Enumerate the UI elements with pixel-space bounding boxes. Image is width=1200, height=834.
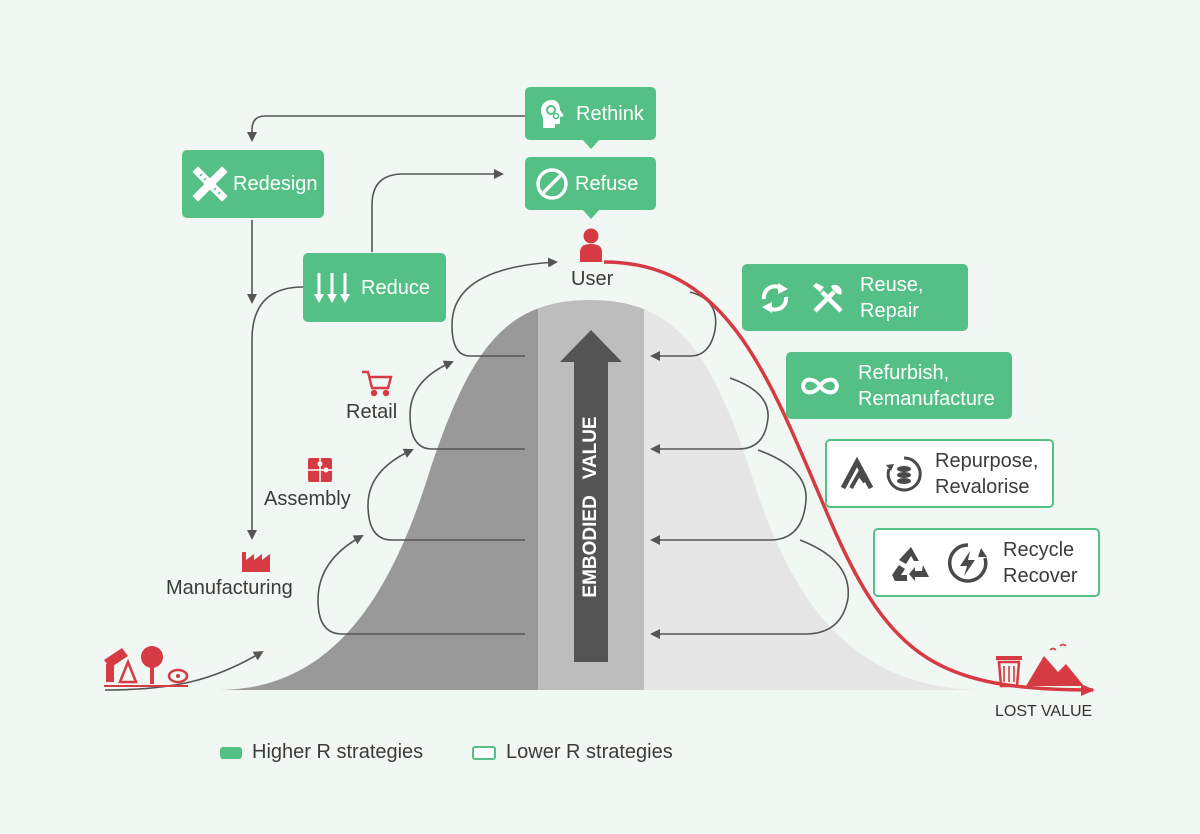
legend-higher: Higher R strategies [220,741,423,764]
recycling-icon [889,543,933,583]
shopping-cart-icon [362,370,393,397]
lost-value-label: LOST VALUE [995,703,1093,720]
factory-icon [242,552,270,572]
inner-loop-arrows [317,257,558,635]
pencil-ruler-icon [192,166,228,202]
outer-loop-arrows [650,291,850,639]
rethink-bubble-tail [582,139,600,149]
refuse-bubble-tail [582,209,600,219]
refurbish-box: Refurbish, Remanufacture [786,352,1012,419]
energy-icon [947,542,989,584]
refurbish-label: Refurbish, Remanufacture [858,361,995,410]
trash-landfill-icon [996,643,1084,688]
resources-icon [104,646,189,687]
no-entry-icon [535,167,569,201]
rethink-label: Rethink [576,102,644,125]
legend-lower-label: Lower R strategies [506,741,673,763]
redesign-box: Redesign [182,150,324,218]
assembly-label: Assembly [264,488,351,510]
legend-higher-label: Higher R strategies [252,741,424,763]
embodied-value-arrow [560,330,622,662]
legend-solid-swatch [220,746,242,759]
down-arrows-icon [313,271,351,305]
redesign-label: Redesign [233,173,318,195]
reuse-repair-label: Reuse, Repair [860,273,924,322]
coins-icon [885,455,923,493]
embodied-value-label: EMBODIED VALUE [580,416,601,598]
rethink-box: Rethink [525,87,656,140]
recycle-arrows-icon [758,281,792,315]
infinity-icon [798,373,842,399]
lost-value-curve [603,260,1095,696]
recycle-box: Recycle Recover [873,528,1100,597]
recycle-label: Recycle Recover [1003,538,1078,587]
refuse-box: Refuse [525,157,656,210]
repurpose-label: Repurpose, Revalorise [935,449,1039,498]
legend-lower: Lower R strategies [472,741,673,764]
legend-outline-swatch [472,745,496,760]
triangle-icon [837,456,877,492]
reuse-repair-box: Reuse, Repair [742,264,968,331]
retail-label: Retail [346,401,398,423]
person-icon [580,228,602,262]
repurpose-box: Repurpose, Revalorise [825,439,1054,508]
refuse-label: Refuse [575,172,639,195]
manufacturing-label: Manufacturing [166,577,293,599]
reduce-label: Reduce [361,276,430,299]
tools-icon [810,280,846,316]
head-gears-icon [539,98,569,130]
reduce-box: Reduce [303,253,446,322]
user-label: User [571,268,614,290]
puzzle-icon [308,458,332,482]
